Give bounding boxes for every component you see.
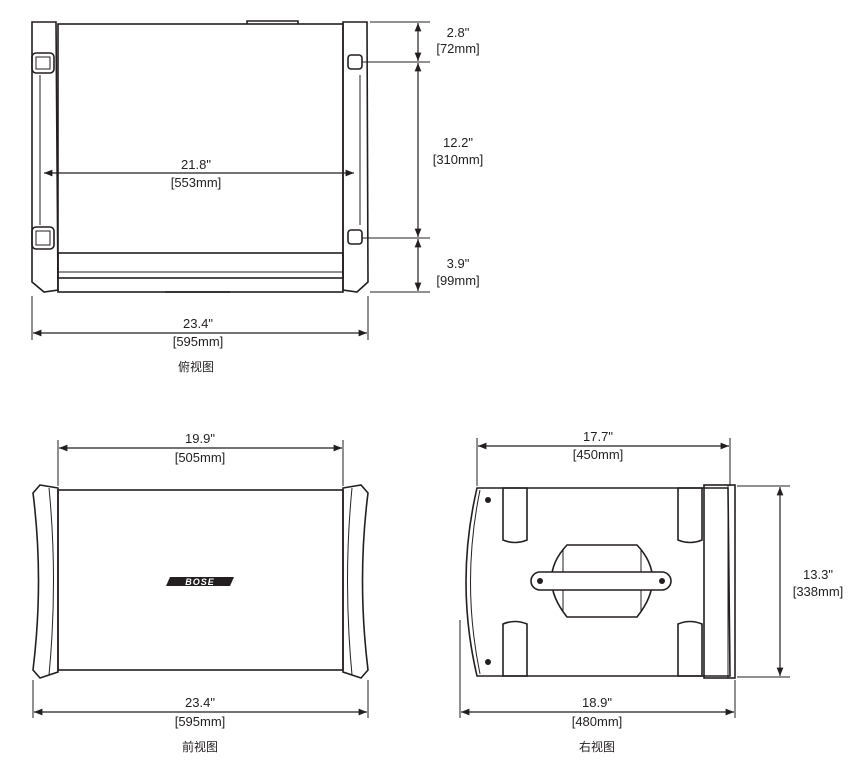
dim-depth: 2.8" [72mm] 12.2" [310mm] 3.9" [99mm]	[362, 21, 484, 293]
dim-inner-width: 21.8" [553mm]	[44, 157, 354, 190]
logo-text: BOSE	[185, 577, 215, 587]
handle-icon	[31, 52, 363, 250]
dim-top-depth: 17.7" [450mm]	[476, 429, 731, 486]
dim-label-mm: [595mm]	[175, 714, 226, 729]
dim-label-mm: [450mm]	[573, 447, 624, 462]
handle-icon	[530, 544, 672, 618]
dim-label-mm: [310mm]	[433, 152, 484, 167]
dim-label-in: 23.4"	[183, 316, 213, 331]
top-view-body	[31, 20, 369, 293]
dim-label-in: 3.9"	[447, 256, 470, 271]
dim-label-in: 13.3"	[803, 567, 833, 582]
dim-label-in: 21.8"	[181, 157, 211, 172]
dim-grille-width: 19.9" [505mm]	[57, 431, 344, 486]
dim-overall-width: 23.4" [595mm]	[32, 680, 369, 729]
dim-label-in: 23.4"	[185, 695, 215, 710]
dim-label-in: 19.9"	[185, 431, 215, 446]
dim-label-in: 17.7"	[583, 429, 613, 444]
dim-label-mm: [99mm]	[436, 273, 479, 288]
dim-label-in: 12.2"	[443, 135, 473, 150]
dim-label-mm: [72mm]	[436, 41, 479, 56]
front-view-body: BOSE	[32, 484, 369, 679]
dim-bottom-depth: 18.9" [480mm]	[459, 620, 736, 729]
dim-label-mm: [480mm]	[572, 714, 623, 729]
front-view: BOSE 19.9" [505mm] 23.4" [595mm] 前视图	[32, 431, 369, 754]
dim-label-mm: [553mm]	[171, 175, 222, 190]
front-view-caption: 前视图	[182, 739, 218, 754]
side-view-caption: 右视图	[579, 739, 615, 754]
dim-label-mm: [595mm]	[173, 334, 224, 349]
dim-label-in: 2.8"	[447, 25, 470, 40]
dim-overall-width: 23.4" [595mm]	[31, 296, 369, 349]
side-view-body	[465, 484, 736, 679]
side-view: 17.7" [450mm] 13.3" [338mm] 18.9" [480mm…	[459, 429, 844, 754]
bose-logo: BOSE	[166, 577, 234, 587]
top-view: 21.8" [553mm] 2.8" [72mm] 12.2" [310mm] …	[31, 20, 484, 374]
top-view-caption: 俯视图	[178, 359, 214, 374]
dim-label-mm: [338mm]	[793, 584, 844, 599]
dim-height: 13.3" [338mm]	[737, 485, 844, 678]
dim-label-in: 18.9"	[582, 695, 612, 710]
dim-label-mm: [505mm]	[175, 450, 226, 465]
